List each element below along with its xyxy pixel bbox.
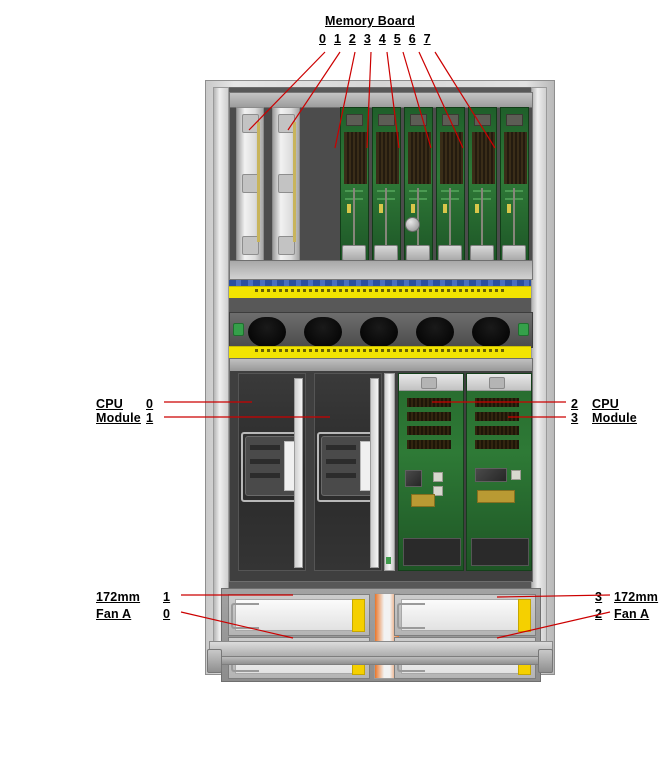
server-chassis <box>205 80 555 682</box>
fan-unit-3-handle[interactable] <box>397 603 425 629</box>
memory-slot-3: 3 <box>363 32 371 46</box>
memory-board-slot-6-card[interactable] <box>468 107 497 263</box>
fan-right-label-line2: Fan A <box>614 607 650 621</box>
memory-board-slot-7-card[interactable] <box>500 107 529 263</box>
memory-slot-0: 0 <box>319 32 326 46</box>
fan-right-number-3: 3 <box>595 590 603 604</box>
cpu-module-3-top-cap <box>467 374 531 391</box>
memory-connector-foot <box>438 245 462 261</box>
cpu-bay-center-divider <box>384 373 395 571</box>
cpu-module-right-label-line2: Module <box>592 411 637 425</box>
cpu-bay-top-rail <box>230 359 532 371</box>
fan-unit-1-handle[interactable] <box>231 603 259 629</box>
memory-connector-foot <box>342 245 366 261</box>
duct-status-led-left <box>233 323 244 336</box>
memory-slot-5: 5 <box>393 32 401 46</box>
cpu-module-0-handle[interactable] <box>245 436 299 496</box>
memory-board-slot-1-card[interactable] <box>272 107 300 263</box>
memory-slot-1: 1 <box>333 32 341 46</box>
cpu-module-1-handle[interactable] <box>321 436 375 496</box>
fan-duct <box>229 312 533 348</box>
memory-board-title: Memory Board <box>325 14 415 28</box>
cpu-module-left-number-1: 1 <box>146 411 154 425</box>
fan-left-number-1: 1 <box>163 590 171 604</box>
memory-bay-top-rail <box>230 93 532 108</box>
cpu-module-left-number-0: 0 <box>146 397 154 411</box>
chassis-right-rail <box>531 87 547 645</box>
memory-slot-2: 2 <box>348 32 356 46</box>
cpu-module-1-latch-strip <box>370 378 379 568</box>
duct-status-led-right <box>518 323 529 336</box>
cpu-module-3[interactable] <box>466 373 532 571</box>
memory-slot-4: 4 <box>378 32 386 46</box>
chassis-left-rail <box>213 87 229 645</box>
memory-slot-6: 6 <box>408 32 416 46</box>
duct-air-hole <box>304 317 342 347</box>
fan-unit-1[interactable] <box>228 594 370 636</box>
memory-bay-bottom-rail <box>230 260 532 279</box>
fan-unit-3[interactable] <box>394 594 536 636</box>
warning-label-yellow-band <box>229 286 531 298</box>
warning-label-upper <box>229 280 531 298</box>
cpu-module-left-label-line2: Module <box>96 411 141 425</box>
duct-air-hole <box>472 317 510 347</box>
caster-wheel-left <box>207 649 222 673</box>
cpu-module-2-connector-foot <box>403 538 461 566</box>
duct-air-hole <box>248 317 286 347</box>
duct-air-hole <box>360 317 398 347</box>
chassis-base-lower <box>215 656 547 665</box>
cpu-module-2-top-cap <box>399 374 463 391</box>
cpu-module-right-number-3: 3 <box>571 411 579 425</box>
memory-connector-foot <box>502 245 526 261</box>
cpu-module-right-label-line1: CPU <box>592 397 619 411</box>
fan-left-label-line2: Fan A <box>96 607 132 621</box>
cpu-module-0[interactable] <box>238 373 306 571</box>
memory-board-slot-4-card[interactable] <box>404 107 433 263</box>
memory-board-bay <box>229 92 533 280</box>
cpu-module-0-latch-strip <box>294 378 303 568</box>
cpu-module-right-number-2: 2 <box>571 397 579 411</box>
memory-connector-foot <box>406 245 430 261</box>
memory-connector-foot <box>374 245 398 261</box>
warning-label-yellow-band <box>229 346 531 358</box>
backplane-coin-cell <box>405 217 420 232</box>
memory-board-slot-0-card[interactable] <box>236 107 264 263</box>
cpu-module-1[interactable] <box>314 373 382 571</box>
fan-bay <box>221 588 541 682</box>
warning-label-blue-band <box>229 280 531 286</box>
cpu-module-3-connector-foot <box>471 538 529 566</box>
fan-right-number-2: 2 <box>595 607 603 621</box>
cpu-module-bay <box>229 358 533 582</box>
fan-left-label-line1: 172mm <box>96 590 141 604</box>
memory-board-slot-3-card[interactable] <box>372 107 401 263</box>
duct-air-hole <box>416 317 454 347</box>
fan-right-label-line1: 172mm <box>614 590 659 604</box>
fan-unit-3-label <box>518 599 531 632</box>
caster-wheel-right <box>538 649 553 673</box>
memory-board-slot-5-card[interactable] <box>436 107 465 263</box>
cpu-module-left-label-line1: CPU <box>96 397 123 411</box>
memory-connector-foot <box>470 245 494 261</box>
fan-unit-1-label <box>352 599 365 632</box>
fan-left-number-0: 0 <box>163 607 171 621</box>
memory-board-slot-2-card[interactable] <box>340 107 369 263</box>
memory-slot-7: 7 <box>423 32 431 46</box>
cpu-module-2[interactable] <box>398 373 464 571</box>
